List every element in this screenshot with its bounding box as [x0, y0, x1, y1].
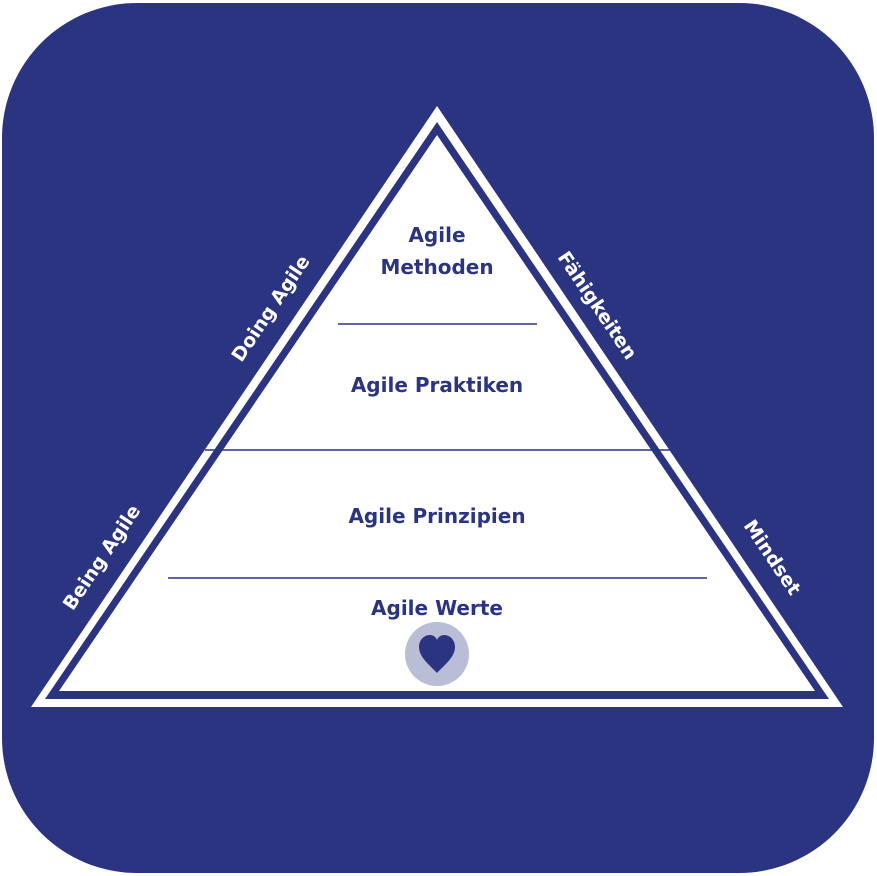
level-label-methoden-line2: Methoden: [380, 255, 493, 279]
pyramid-inner-triangle: [59, 135, 815, 691]
heart-icon: [419, 635, 455, 673]
level-label-methoden-line1: Agile: [408, 223, 465, 247]
level-label-werte: Agile Werte: [371, 596, 503, 620]
level-label-prinzipien: Agile Prinzipien: [348, 504, 525, 528]
level-label-praktiken: Agile Praktiken: [351, 373, 523, 397]
